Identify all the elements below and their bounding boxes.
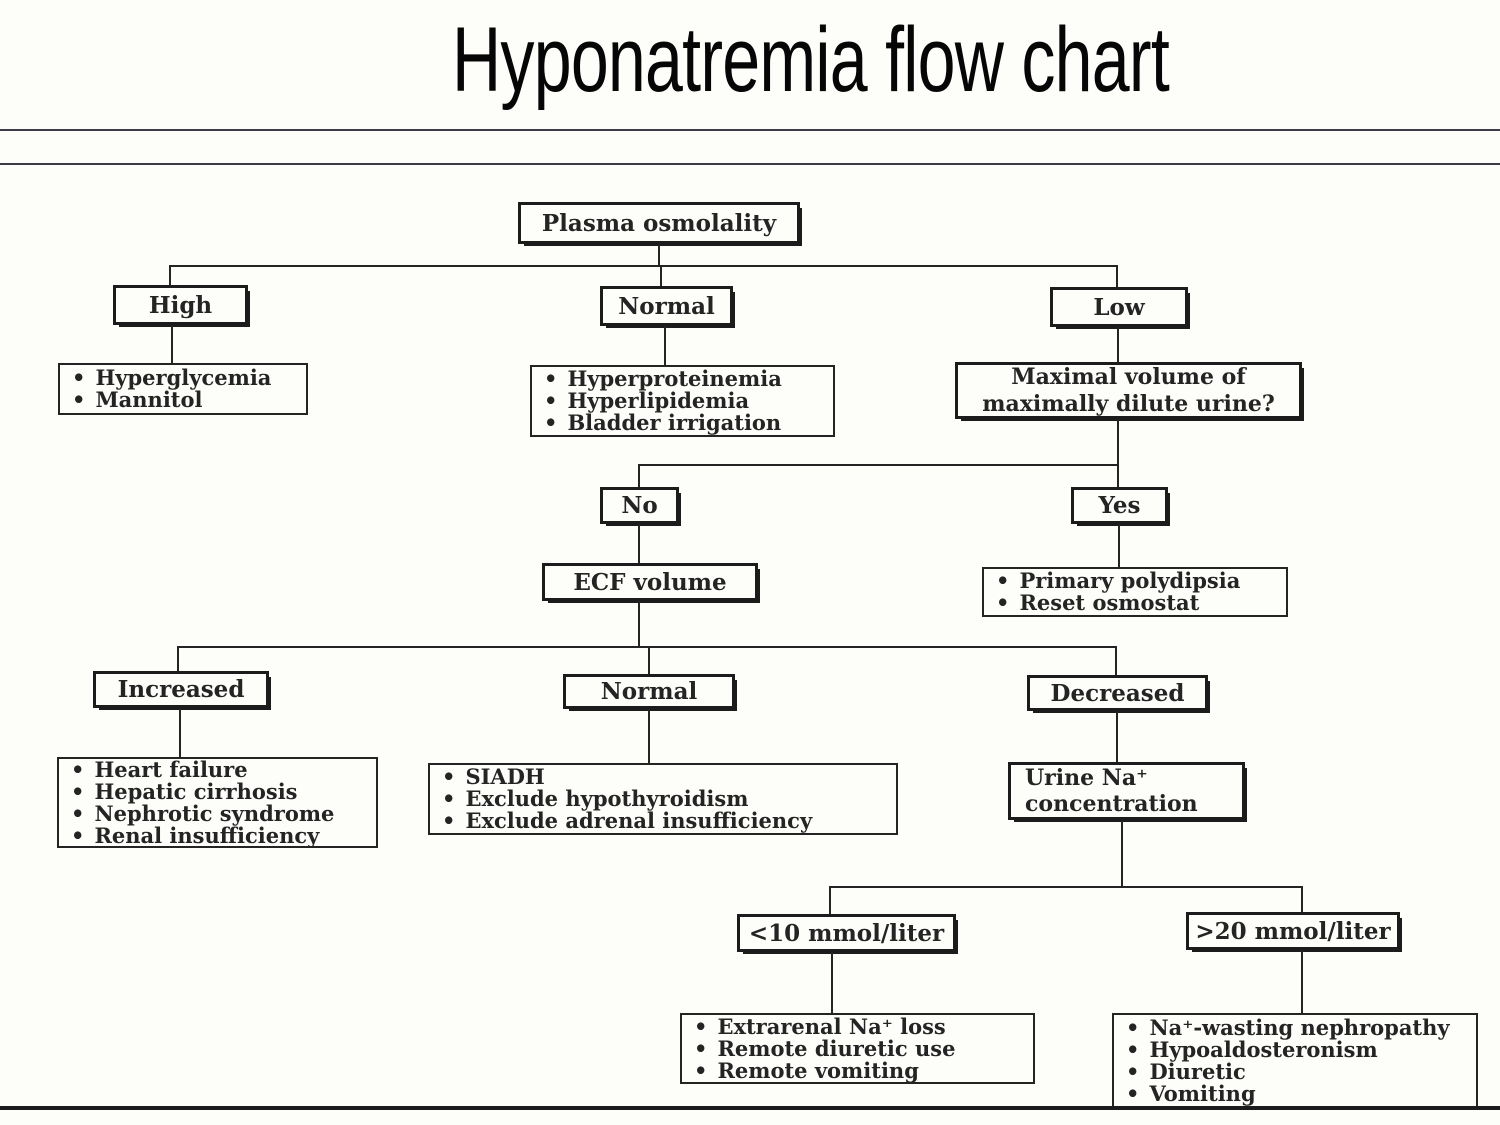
node-ecf-volume: ECF volume: [542, 563, 758, 601]
list-gt20-causes: Na⁺-wasting nephropathy Hypoaldosteronis…: [1112, 1013, 1478, 1108]
connector: [169, 265, 171, 285]
list-increased-causes: Heart failure Hepatic cirrhosis Nephroti…: [57, 757, 378, 848]
urine-line: Urine Na⁺: [1025, 765, 1148, 791]
node-high: High: [113, 285, 248, 325]
node-plasma-osmolality: Plasma osmolality: [518, 202, 800, 244]
node-lt10-mmol: <10 mmol/liter: [737, 914, 956, 952]
list-item: Remote diuretic use: [694, 1037, 1025, 1060]
connector: [178, 646, 1117, 648]
connector: [829, 886, 831, 914]
title-divider-top: [0, 129, 1500, 131]
page-title-text: Hyponatremia flow chart: [451, 9, 1169, 111]
node-low: Low: [1050, 287, 1188, 327]
list-item: Na⁺-wasting nephropathy: [1126, 1016, 1468, 1039]
connector: [179, 708, 181, 757]
list-normal-osmolality-causes: Hyperproteinemia Hyperlipidemia Bladder …: [530, 365, 835, 437]
connector: [648, 709, 650, 763]
node-increased: Increased: [93, 671, 269, 708]
question-line: Maximal volume of: [1011, 363, 1246, 390]
list-item: Renal insufficiency: [71, 824, 368, 847]
list-item: SIADH: [442, 766, 888, 788]
list-item: Bladder irrigation: [544, 412, 825, 434]
list-item: Diuretic: [1126, 1060, 1468, 1083]
connector: [171, 325, 173, 363]
connector: [1301, 950, 1303, 1013]
list-item: Heart failure: [71, 758, 368, 781]
connector: [170, 265, 1118, 267]
connector: [664, 326, 666, 365]
connector: [658, 244, 660, 265]
list-item: Vomiting: [1126, 1082, 1468, 1105]
list-normal-ecf-causes: SIADH Exclude hypothyroidism Exclude adr…: [428, 763, 898, 835]
list-item: Extrarenal Na⁺ loss: [694, 1015, 1025, 1038]
list-item: Hyperlipidemia: [544, 390, 825, 412]
connector: [1301, 886, 1303, 912]
connector: [1117, 419, 1119, 464]
node-no: No: [600, 487, 679, 524]
connector: [660, 265, 662, 286]
list-item: Hypoaldosteronism: [1126, 1038, 1468, 1061]
list-yes-causes: Primary polydipsia Reset osmostat: [982, 567, 1288, 617]
node-decreased: Decreased: [1027, 675, 1208, 711]
connector: [638, 464, 640, 487]
node-normal-osmolality: Normal: [600, 286, 733, 326]
connector: [648, 646, 650, 674]
bottom-scan-edge: [0, 1106, 1500, 1110]
connector: [831, 952, 833, 1013]
list-item: Reset osmostat: [996, 592, 1278, 614]
title-divider-bottom: [0, 163, 1500, 165]
connector: [1116, 265, 1118, 287]
connector: [1117, 464, 1119, 487]
page-title: Hyponatremia flow chart: [120, 10, 1500, 110]
list-item: Hepatic cirrhosis: [71, 780, 368, 803]
node-maximal-dilute-urine-question: Maximal volume of maximally dilute urine…: [955, 362, 1302, 419]
list-item: Hyperglycemia: [72, 367, 298, 389]
node-urine-na-concentration: Urine Na⁺ concentration: [1008, 762, 1245, 820]
connector: [177, 646, 179, 671]
connector: [830, 886, 1303, 888]
connector: [1117, 327, 1119, 362]
list-item: Mannitol: [72, 389, 298, 411]
list-high-causes: Hyperglycemia Mannitol: [58, 363, 308, 415]
list-item: Exclude hypothyroidism: [442, 788, 888, 810]
connector: [639, 464, 1118, 466]
node-yes: Yes: [1071, 487, 1168, 524]
connector: [638, 601, 640, 646]
list-lt10-causes: Extrarenal Na⁺ loss Remote diuretic use …: [680, 1013, 1035, 1084]
urine-line: concentration: [1025, 791, 1198, 817]
list-item: Exclude adrenal insufficiency: [442, 810, 888, 832]
connector: [1115, 646, 1117, 675]
connector: [1121, 820, 1123, 886]
list-item: Remote vomiting: [694, 1059, 1025, 1082]
node-normal-ecf: Normal: [563, 674, 735, 709]
connector: [638, 524, 640, 563]
list-item: Nephrotic syndrome: [71, 802, 368, 825]
connector: [1116, 711, 1118, 762]
node-gt20-mmol: >20 mmol/liter: [1186, 912, 1400, 950]
question-line: maximally dilute urine?: [982, 390, 1275, 417]
list-item: Primary polydipsia: [996, 570, 1278, 592]
list-item: Hyperproteinemia: [544, 368, 825, 390]
connector: [1118, 524, 1120, 567]
